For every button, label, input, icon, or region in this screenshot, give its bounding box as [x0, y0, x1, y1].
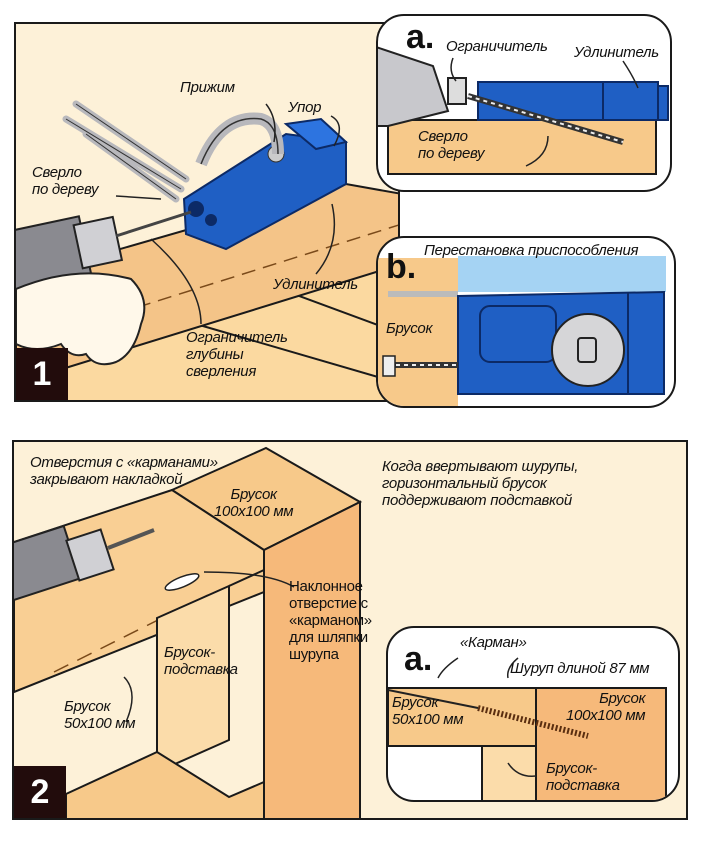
depth-limiter-collar — [447, 77, 467, 105]
figure-2-inset-a: a. «Карман» Шуруп длиной 87 мм Брусок 10… — [386, 626, 680, 802]
label-bar-50x100: Брусок 50х100 мм — [64, 698, 136, 732]
inset-1a-illustration — [378, 46, 669, 175]
label-depth-limiter: Ограничитель глубины сверления — [186, 329, 288, 380]
label-extender: Удлинитель — [574, 44, 659, 61]
drill-chuck — [72, 215, 124, 270]
lower-bar — [65, 750, 265, 818]
bar-100x100-section — [535, 687, 667, 800]
drill-chuck — [378, 46, 450, 127]
figure-2-number: 2 — [14, 766, 66, 818]
inset-1a-letter: a. — [406, 18, 435, 56]
figure-1-inset-a: a. Ограничитель Удлинитель Сверло по дер… — [376, 14, 672, 192]
inset-1b-letter: b. — [386, 248, 417, 286]
figure-2-box: Отверстия с «карманами» закрывают наклад… — [12, 440, 688, 820]
inset-1b-title: Перестановка приспособления — [424, 242, 639, 259]
label-inclined-hole: Наклонное отверстие с «карманом» для шля… — [289, 578, 372, 663]
label-extender: Удлинитель — [273, 276, 358, 293]
drill-bit — [115, 210, 192, 238]
label-support-bar: Брусок- подставка — [546, 760, 620, 794]
label-wood-drill: Сверло по дереву — [32, 164, 99, 198]
inset-1b-illustration — [378, 256, 666, 406]
hand — [16, 272, 146, 366]
support-bar-section — [481, 745, 537, 800]
label-clamp: Прижим — [180, 79, 235, 96]
label-bar: Брусок — [386, 320, 433, 337]
figure-1-panel: Прижим Упор Сверло по дереву Удлинитель … — [14, 22, 400, 402]
screw — [477, 705, 589, 739]
label-bar-100x100: Брусок 100х100 мм — [214, 486, 294, 520]
jig-ghost-position — [458, 256, 666, 292]
pocket-bore — [388, 689, 479, 709]
figure-2-illustration — [14, 446, 363, 818]
jig-clamp-disc — [551, 313, 625, 387]
support-bar — [156, 584, 230, 774]
label-wood-drill: Сверло по дереву — [418, 128, 485, 162]
label-stop: Упор — [288, 99, 322, 116]
label-pocket-cover: Отверстия с «карманами» закрывают наклад… — [30, 454, 218, 488]
drill-chuck — [65, 528, 115, 582]
post-100x100-front — [263, 500, 361, 818]
pocket-hole — [164, 573, 200, 591]
label-support-bar: Брусок- подставка — [164, 644, 238, 678]
bar-50x100-section — [388, 687, 537, 747]
label-pocket: «Карман» — [460, 634, 527, 651]
inset-2a-letter: a. — [404, 640, 433, 678]
inset-2a-illustration — [388, 657, 667, 800]
wood-bar — [378, 258, 458, 406]
wood-bar — [387, 119, 657, 175]
figure-1-illustration — [16, 100, 398, 400]
pocket-hole-jig — [182, 132, 347, 251]
label-bar-100x100: Брусок 100х100 мм — [566, 690, 646, 724]
figure-1-inset-b: b. Перестановка приспособления Брусок — [376, 236, 676, 408]
jig-stop — [283, 117, 349, 151]
figure-1-number: 1 — [16, 348, 68, 400]
label-limiter: Ограничитель — [446, 38, 548, 55]
label-bar-50x100: Брусок 50х100 мм — [392, 694, 464, 728]
label-screw-note: Когда ввертывают шурупы, горизонтальный … — [382, 458, 579, 509]
jig-body — [477, 81, 659, 121]
label-screw-length: Шуруп длиной 87 мм — [510, 660, 650, 677]
